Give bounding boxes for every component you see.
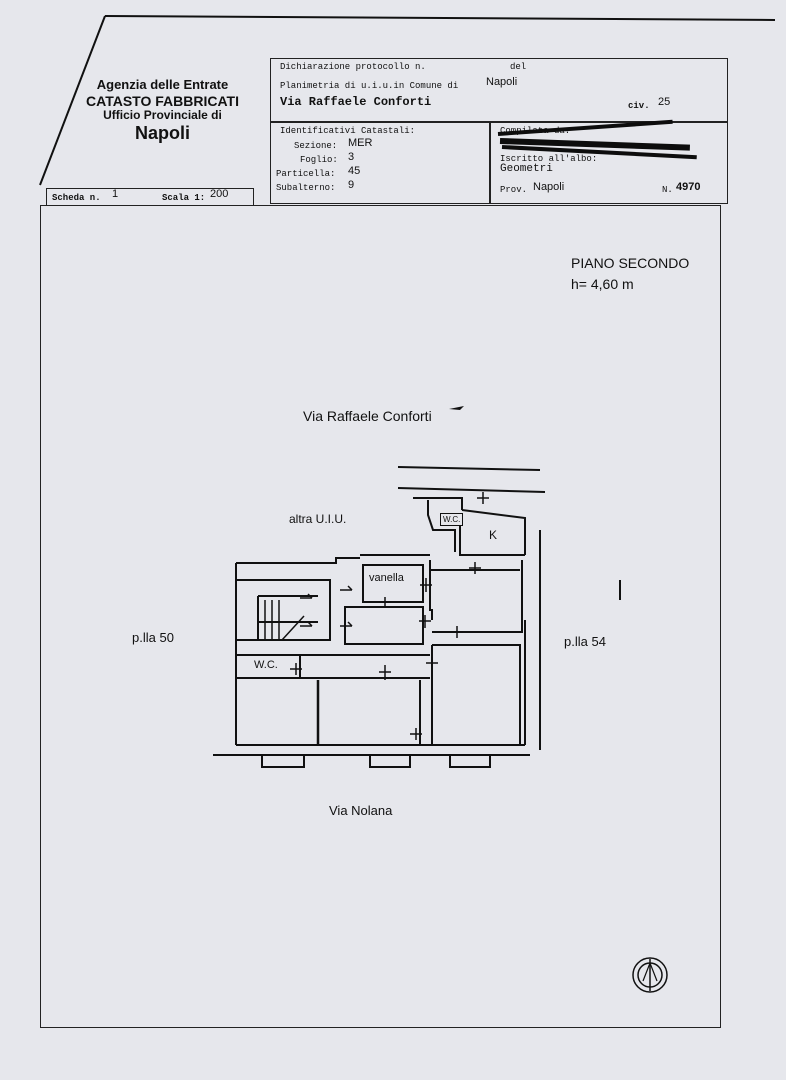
header-divider-h	[270, 121, 728, 123]
wc-small-label: W.C.	[440, 513, 464, 526]
wc-large-label: W.C.	[254, 659, 278, 671]
particella-label: Particella:	[276, 169, 336, 179]
altra-uiu-label: altra U.I.U.	[289, 512, 347, 526]
header-divider-v	[489, 121, 491, 204]
civ-value: 25	[658, 96, 671, 108]
iscritto-label: Iscritto all'albo:	[500, 154, 598, 164]
vanella-label: vanella	[369, 572, 404, 584]
particella-value: 45	[348, 165, 361, 177]
del-label: del	[510, 62, 527, 72]
kitchen-label: K	[489, 528, 498, 542]
street-south-label: Via Nolana	[329, 803, 393, 818]
right-neighbor-label: p.lla 54	[564, 634, 606, 649]
height-label: h= 4,60 m	[571, 276, 634, 292]
scheda-value: 1	[112, 188, 119, 200]
identificativi-label: Identificativi Catastali:	[280, 126, 416, 136]
agency-name: Agenzia delle Entrate	[96, 77, 229, 92]
prov-value: Napoli	[533, 181, 565, 193]
planimetria-label: Planimetria di u.i.u.in Comune di	[280, 81, 459, 91]
scala-value: 200	[210, 188, 229, 200]
left-neighbor-label: p.lla 50	[132, 630, 174, 645]
street-north-label: Via Raffaele Conforti	[303, 408, 432, 424]
foglio-value: 3	[348, 151, 355, 163]
prov-label: Prov.	[500, 185, 528, 195]
header-box	[270, 58, 728, 204]
foglio-label: Foglio:	[300, 155, 338, 165]
scala-label: Scala 1:	[162, 193, 206, 203]
office-label: Ufficio Provinciale di	[103, 108, 222, 123]
office-city: Napoli	[134, 122, 190, 143]
agency-block: Agenzia delle Entrate CATASTO FABBRICATI…	[60, 77, 265, 144]
subalterno-value: 9	[348, 179, 355, 191]
north-arrow-small	[449, 406, 464, 410]
subalterno-label: Subalterno:	[276, 183, 336, 193]
sezione-label: Sezione:	[294, 141, 338, 151]
protocollo-label: Dichiarazione protocollo n.	[280, 62, 426, 72]
scheda-label: Scheda n.	[52, 193, 101, 203]
plan-frame	[40, 205, 721, 1028]
comune-value: Napoli	[486, 76, 518, 88]
albo-value: Geometri	[500, 163, 553, 175]
north-compass-icon	[632, 957, 668, 993]
floor-label: PIANO SECONDO	[571, 255, 690, 271]
civ-label: civ.	[628, 101, 650, 111]
n-value: 4970	[676, 181, 701, 193]
sezione-value: MER	[348, 137, 373, 149]
catasto-title: CATASTO FABBRICATI	[86, 92, 239, 109]
via-value: Via Raffaele Conforti	[280, 95, 432, 109]
n-label: N.	[662, 185, 673, 195]
